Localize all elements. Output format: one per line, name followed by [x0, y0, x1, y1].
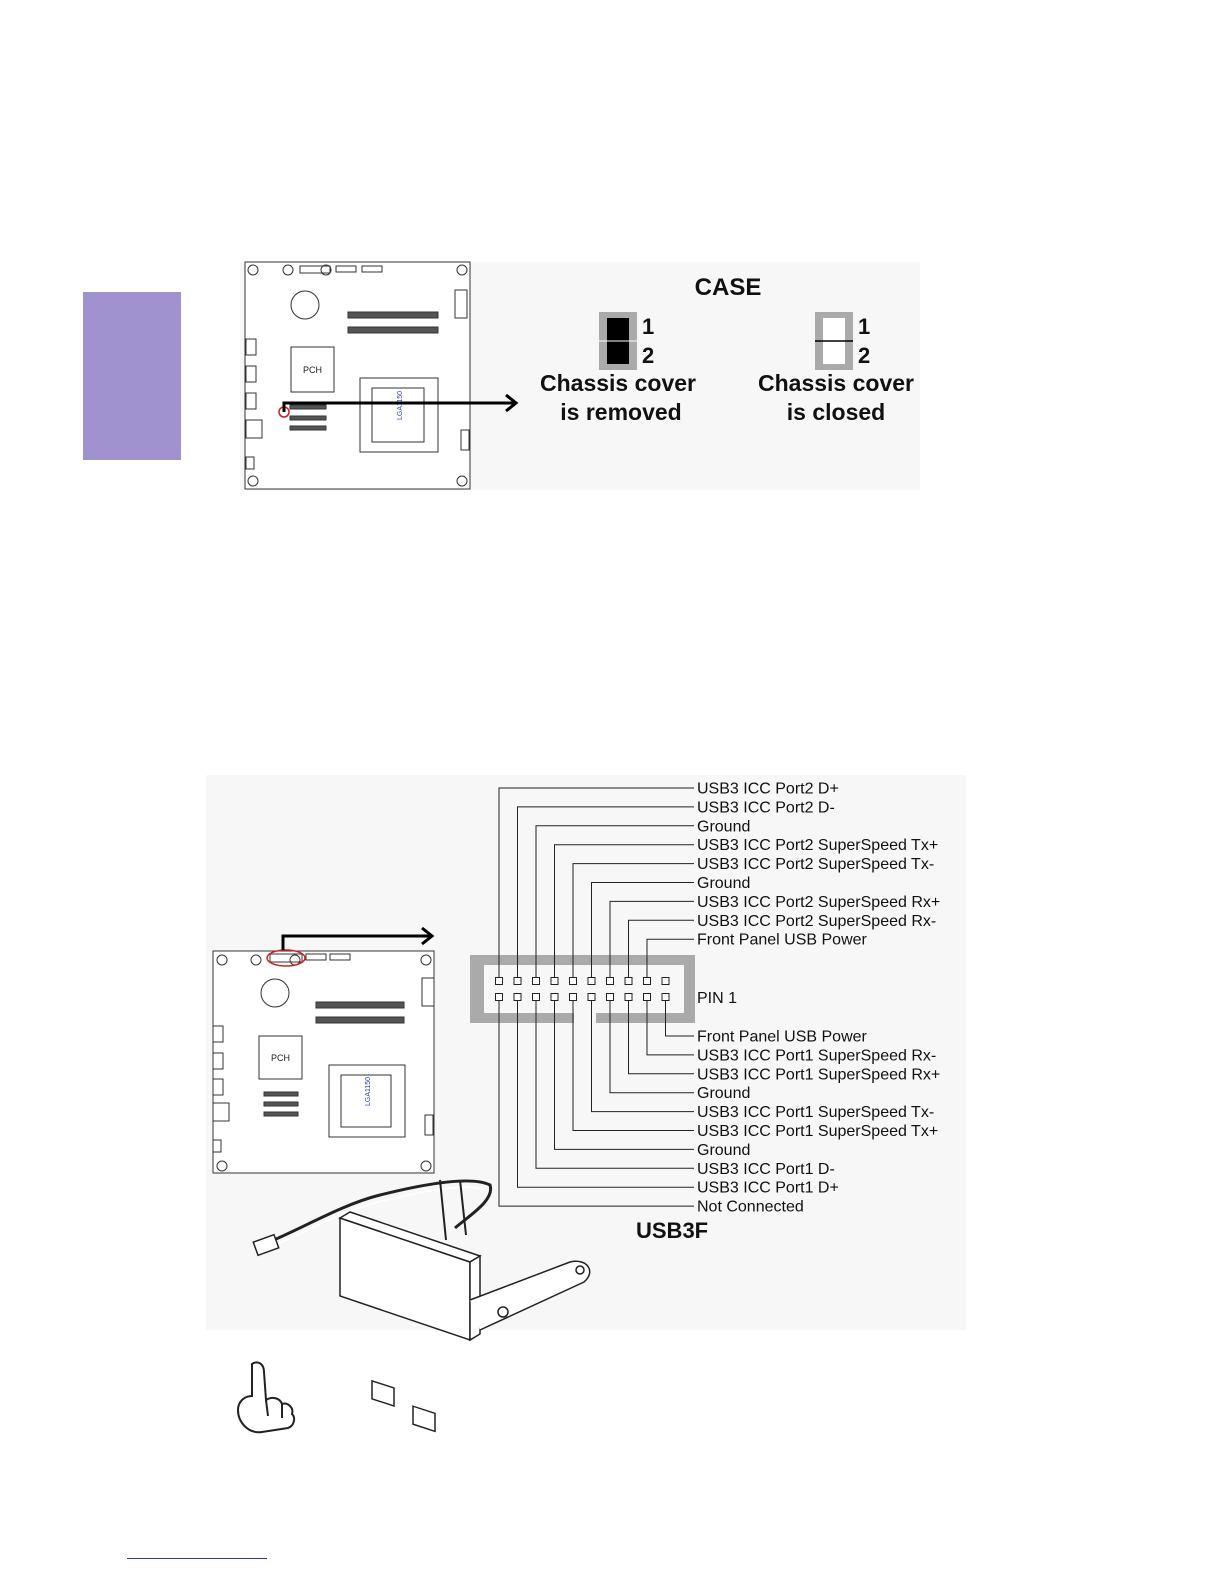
pin-wire [572, 1001, 694, 1131]
header-pin [587, 977, 596, 985]
pin-label: USB3 ICC Port2 D+ [697, 781, 839, 798]
pin-wire [609, 1001, 694, 1094]
header-pin [606, 977, 614, 985]
pin-label: Front Panel USB Power [697, 932, 868, 949]
pin-wire [554, 844, 694, 977]
pin-wire [628, 1001, 694, 1075]
pin-label: USB3 ICC Port2 SuperSpeed Tx+ [697, 837, 938, 854]
pch-label-usb3f: PCH [271, 1053, 290, 1063]
pin1-label: PIN 1 [697, 990, 737, 1007]
pin-label: USB3 ICC Port2 SuperSpeed Tx- [697, 856, 934, 873]
pin-label: Front Panel USB Power [697, 1029, 868, 1046]
pin-wire [498, 787, 694, 977]
pin-wire [517, 806, 694, 977]
usb3f-title: USB3F [636, 1218, 708, 1243]
header-pin [495, 993, 503, 1001]
pin-wire [591, 1001, 694, 1113]
header-pin [661, 977, 670, 985]
header-pin [643, 977, 651, 985]
pin-wire [535, 825, 694, 977]
jumper-removed-icon [599, 312, 637, 370]
pin-wire [646, 938, 694, 977]
header-pin [643, 993, 651, 1001]
pin-wire [554, 1001, 694, 1150]
header-pin [569, 977, 577, 985]
pin-label: USB3 ICC Port2 D- [697, 799, 835, 816]
pin-label: USB3 ICC Port2 SuperSpeed Rx- [697, 913, 936, 930]
pin-wire [646, 1001, 694, 1056]
pin-label: USB3 ICC Port1 D+ [697, 1180, 839, 1197]
header-pin [532, 993, 540, 1001]
pin-wire [535, 1001, 694, 1169]
usb3f-header-connector [470, 955, 695, 1023]
jumper-closed-icon [815, 312, 853, 370]
pin-label: USB3 ICC Port1 SuperSpeed Tx+ [697, 1123, 938, 1140]
pin-label: USB3 ICC Port2 SuperSpeed Rx+ [697, 894, 940, 911]
header-pin [550, 993, 559, 1001]
note-hand-icon [236, 1361, 296, 1434]
header-pin [569, 993, 577, 1001]
pin-label: USB3 ICC Port1 D- [697, 1161, 835, 1178]
pin-label: Ground [697, 1142, 750, 1159]
usb3f-arrow [281, 926, 435, 950]
pin-wire [517, 1001, 694, 1188]
pch-label-case: PCH [303, 365, 322, 375]
jumper-removed-pin1: 1 [642, 314, 654, 339]
motherboard-diagram-usb3f [212, 949, 435, 1174]
jumper-closed-pin2: 2 [858, 343, 870, 368]
pin-label: USB3 ICC Port1 SuperSpeed Rx+ [697, 1066, 940, 1083]
pin-label: Not Connected [697, 1199, 804, 1216]
pin-wire [628, 919, 694, 977]
header-pin [661, 993, 670, 1001]
header-pin [513, 993, 522, 1001]
header-pin [606, 993, 614, 1001]
case-arrow [282, 393, 519, 413]
header-pin [513, 977, 522, 985]
closed-caption-line1: Chassis cover [758, 370, 914, 396]
jumper-removed-pin2: 2 [642, 343, 654, 368]
closed-caption-line2: is closed [787, 399, 885, 425]
header-pin [495, 977, 503, 985]
pin-wire [498, 1001, 694, 1207]
usb-front-bracket-illustration [252, 1179, 591, 1433]
removed-caption-line2: is removed [560, 399, 681, 425]
header-pin [587, 993, 596, 1001]
case-title: CASE [695, 274, 762, 301]
header-pin [550, 977, 559, 985]
usb3f-pin-labels: USB3 ICC Port2 D+USB3 ICC Port2 D- Ground… [697, 781, 940, 1216]
usb3f-wires [498, 787, 694, 1207]
pin-label: USB3 ICC Port1 SuperSpeed Tx- [697, 1104, 934, 1121]
usb3f-pin-grid [495, 977, 670, 1001]
header-pin [624, 977, 633, 985]
pin-wire [591, 882, 694, 977]
pin-label: Ground [697, 1085, 750, 1102]
header-pin [624, 993, 633, 1001]
motherboard-diagram-case [244, 261, 471, 490]
chapter-side-tab [83, 292, 181, 460]
pin-wire [665, 1001, 694, 1037]
pin-wire [609, 900, 694, 977]
header-pin [532, 977, 540, 985]
footer-rule [127, 1558, 267, 1559]
cpu-socket-label-usb3f: LGA1150 [365, 1077, 372, 1106]
pin-label: Ground [697, 818, 750, 835]
pin-wire [572, 863, 694, 977]
pin-label: Ground [697, 875, 750, 892]
jumper-closed-pin1: 1 [858, 314, 870, 339]
cpu-socket-label-case: LGA1150 [397, 391, 404, 420]
removed-caption-line1: Chassis cover [540, 370, 696, 396]
pin-label: USB3 ICC Port1 SuperSpeed Rx- [697, 1047, 936, 1064]
